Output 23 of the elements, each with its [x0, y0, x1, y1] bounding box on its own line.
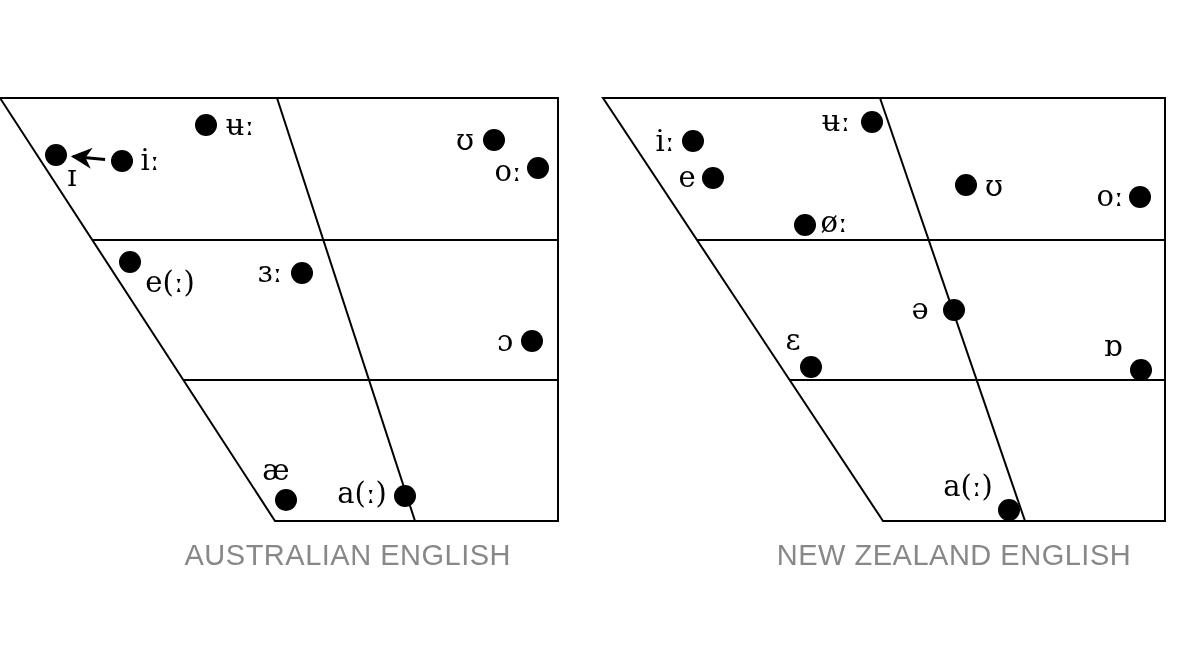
vowel-symbol: ɪ: [67, 161, 77, 191]
vowel-symbol: ʊ: [456, 125, 474, 155]
vowel-symbol: ə: [911, 294, 929, 324]
vowel-symbol: øː: [820, 207, 848, 237]
vowel-symbol: ɔ: [496, 326, 514, 356]
vowel-symbol: e(ː): [145, 267, 195, 297]
vowel-symbol: ɛ: [785, 325, 801, 355]
vowel-symbol: ɒ: [1103, 331, 1123, 361]
vowel-symbol: a(ː): [337, 478, 387, 508]
vowel-symbol: iː: [140, 145, 160, 175]
vowel-symbol: ʉː: [225, 110, 255, 140]
vowel-symbol: e: [678, 162, 696, 192]
arrow: [70, 147, 106, 169]
chart-caption: AUSTRALIAN ENGLISH: [184, 538, 511, 572]
vowel-symbol: iː: [655, 126, 675, 156]
vowel-symbol: ʊ: [985, 171, 1003, 201]
chart-caption: NEW ZEALAND ENGLISH: [776, 538, 1132, 572]
vowel-symbol: æ: [262, 455, 290, 485]
vowel-symbol: a(ː): [943, 471, 993, 501]
vowel-symbol: ɜː: [257, 257, 283, 287]
vowel-symbol: oː: [1096, 181, 1124, 211]
vowel-symbol: ʉː: [821, 106, 851, 136]
vowel-symbol: oː: [494, 156, 522, 186]
